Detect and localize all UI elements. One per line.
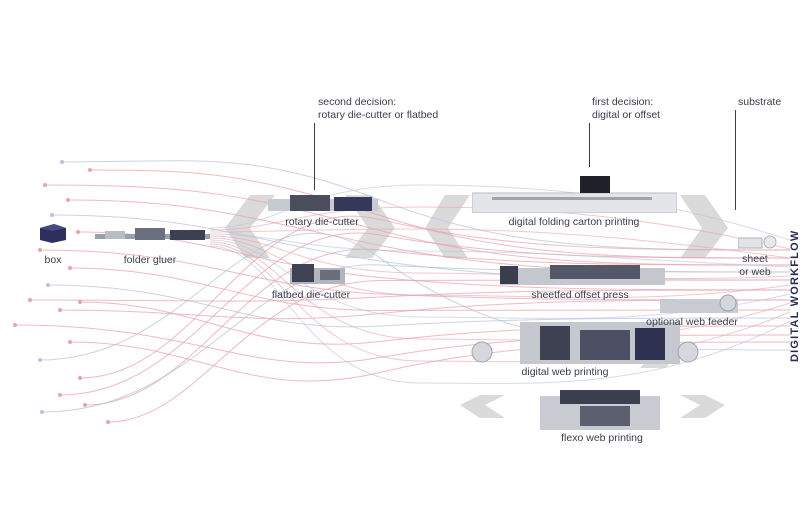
flatbed-die-cutter-machine: [290, 264, 345, 284]
flow-endpoint-dot: [50, 213, 54, 217]
flow-endpoint-dot: [43, 183, 47, 187]
flow-endpoint-dot: [66, 198, 70, 202]
chevron-left-3: [460, 395, 505, 418]
second-decision-text: rotary die-cutter or flatbed: [318, 109, 439, 121]
rotary-die-cutter-machine: [268, 195, 378, 211]
sheet-or-web-line-2: or web: [739, 266, 771, 278]
rotary-die-cutter-label: rotary die-cutter: [285, 216, 359, 228]
chevron-right-3: [680, 395, 725, 418]
digital-web-printing-label: digital web printing: [521, 366, 609, 378]
digital-folding-carton-printing-label: digital folding carton printing: [508, 216, 640, 228]
flow-endpoint-dot: [106, 420, 110, 424]
sheet-or-web-line-1: sheet: [742, 253, 768, 265]
flow-line: [209, 239, 791, 319]
web-feeder-machine: [660, 294, 738, 313]
chevron-left-1: [225, 195, 275, 258]
flow-line: [77, 231, 791, 291]
second-decision-label: second decision: rotary die-cutter or fl…: [318, 96, 438, 122]
flow-line: [47, 284, 791, 328]
digital-workflow-title: DIGITAL WORKFLOW: [789, 229, 801, 362]
flow-endpoint-dot: [76, 230, 80, 234]
digital-folding-carton-press: [472, 176, 677, 213]
flow-endpoint-dot: [46, 283, 50, 287]
digital-web-press-machine: [471, 322, 699, 364]
sheetfed-offset-press-machine: [500, 265, 665, 285]
sheet-or-web-label: sheet or web: [739, 253, 771, 279]
first-decision-title: first decision:: [592, 96, 654, 108]
flow-endpoint-dot: [88, 168, 92, 172]
box-icon: [40, 224, 66, 243]
flow-line: [29, 289, 791, 302]
flow-line: [209, 228, 791, 259]
flow-endpoint-dot: [83, 403, 87, 407]
flow-endpoint-dot: [13, 323, 17, 327]
optional-web-feeder-label: optional web feeder: [646, 316, 738, 328]
flow-endpoint-dot: [58, 393, 62, 397]
first-decision-line: [589, 123, 590, 167]
flow-line: [69, 267, 791, 312]
flow-line: [209, 245, 791, 384]
flow-line: [209, 206, 791, 250]
flow-line: [209, 237, 791, 298]
second-decision-line: [314, 123, 315, 190]
flatbed-die-cutter-label: flatbed die-cutter: [271, 289, 351, 301]
flow-line: [39, 249, 791, 301]
flexo-web-printing-label: flexo web printing: [561, 432, 643, 444]
chevron-right-2: [680, 195, 728, 258]
flexo-web-press-machine: [540, 390, 660, 430]
substrate-line: [735, 110, 736, 210]
flow-endpoint-dot: [58, 308, 62, 312]
flow-line: [209, 184, 791, 241]
second-decision-title: second decision:: [318, 96, 397, 108]
substrate-stack-icon: [738, 235, 777, 249]
sheetfed-offset-press-label: sheetfed offset press: [531, 289, 629, 301]
flow-endpoint-dot: [38, 358, 42, 362]
flow-endpoint-dot: [60, 160, 64, 164]
flow-line: [61, 160, 791, 251]
chevron-left-2: [425, 195, 470, 258]
flow-endpoint-dot: [38, 248, 42, 252]
flow-endpoint-dot: [78, 376, 82, 380]
flow-endpoints: [13, 160, 110, 424]
flow-endpoint-dot: [28, 298, 32, 302]
flow-line: [209, 233, 791, 268]
flow-endpoint-dot: [68, 266, 72, 270]
flow-endpoint-dot: [78, 300, 82, 304]
flow-line: [59, 232, 791, 396]
substrate-label: substrate: [738, 96, 782, 108]
flow-endpoint-dot: [40, 410, 44, 414]
first-decision-text: digital or offset: [592, 109, 661, 121]
folder-gluer-label: folder gluer: [123, 254, 177, 266]
first-decision-label: first decision: digital or offset: [592, 96, 660, 122]
flow-line: [59, 299, 791, 320]
flow-endpoint-dot: [68, 340, 72, 344]
flow-line: [79, 215, 791, 379]
box-label: box: [44, 254, 62, 266]
flow-line: [209, 235, 791, 279]
folder-gluer-machine: [95, 228, 210, 240]
